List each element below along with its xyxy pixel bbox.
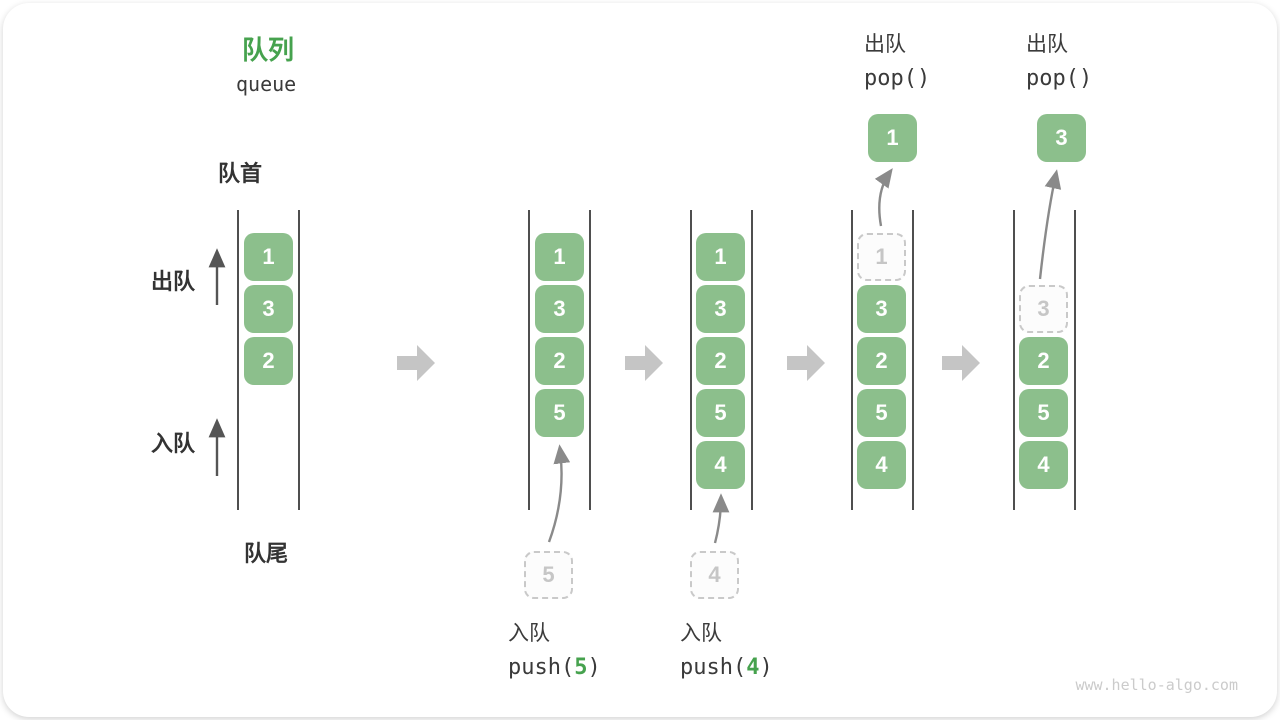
op-code-arg: 4 [746, 655, 760, 680]
op-label-dequeue-text: 出队 [864, 33, 906, 56]
queue-element: 3 [535, 285, 584, 333]
queue-element: 2 [696, 337, 745, 385]
popped-slot-ghost: 3 [1019, 285, 1068, 333]
op-label-pop-1: 出队 pop() [864, 28, 930, 96]
channel-line [912, 210, 914, 510]
queue-element: 4 [696, 441, 745, 489]
channel-line [298, 210, 300, 510]
queue-element: 3 [696, 285, 745, 333]
op-code-fn: push( [508, 655, 575, 680]
channel-line [528, 210, 530, 510]
op-code-fn: push( [680, 655, 747, 680]
page-title: 队列 [242, 35, 295, 65]
channel-line [851, 210, 853, 510]
state-transition-arrow-icon [942, 345, 980, 381]
channel-line [1013, 210, 1015, 510]
label-dequeue: 出队 [151, 269, 196, 294]
state-transition-arrow-icon [787, 345, 825, 381]
queue-element: 5 [696, 389, 745, 437]
op-code-pop: pop() [1026, 66, 1093, 91]
op-code-push-5: push(5) [508, 651, 601, 685]
op-label-dequeue-text: 出队 [1026, 33, 1068, 56]
channel-line [237, 210, 239, 510]
channel-line [589, 210, 591, 510]
queue-element: 2 [535, 337, 584, 385]
incoming-element-ghost: 5 [524, 551, 573, 599]
op-label-push-5: 入队 push(5) [508, 617, 601, 685]
queue-element: 5 [857, 389, 906, 437]
label-queue-rear: 队尾 [244, 541, 289, 566]
state-transition-arrow-icon [397, 345, 435, 381]
page-subtitle: queue [236, 72, 297, 96]
state-transition-arrow-icon [625, 345, 663, 381]
popped-element: 3 [1037, 114, 1086, 162]
queue-element: 1 [244, 233, 293, 281]
queue-element: 2 [1019, 337, 1068, 385]
channel-line [751, 210, 753, 510]
op-label-push-4: 入队 push(4) [680, 617, 773, 685]
queue-element: 1 [696, 233, 745, 281]
queue-element: 5 [535, 389, 584, 437]
queue-element: 3 [244, 285, 293, 333]
watermark: www.hello-algo.com [1075, 676, 1238, 694]
op-code-push-4: push(4) [680, 651, 773, 685]
queue-element: 2 [857, 337, 906, 385]
channel-line [690, 210, 692, 510]
op-code-close: ) [759, 655, 773, 680]
popped-slot-ghost: 1 [857, 233, 906, 281]
label-queue-front: 队首 [218, 161, 263, 186]
op-code-arg: 5 [574, 655, 588, 680]
op-code-close: ) [587, 655, 601, 680]
label-enqueue: 入队 [151, 431, 196, 456]
queue-element: 4 [857, 441, 906, 489]
op-code-pop: pop() [864, 66, 931, 91]
op-label-enqueue-text: 入队 [508, 622, 550, 645]
queue-element: 1 [535, 233, 584, 281]
op-label-pop-2: 出队 pop() [1026, 28, 1092, 96]
op-label-enqueue-text: 入队 [680, 622, 722, 645]
queue-element: 2 [244, 337, 293, 385]
queue-element: 4 [1019, 441, 1068, 489]
channel-line [1074, 210, 1076, 510]
incoming-element-ghost: 4 [690, 551, 739, 599]
popped-element: 1 [868, 114, 917, 162]
queue-element: 3 [857, 285, 906, 333]
queue-element: 5 [1019, 389, 1068, 437]
